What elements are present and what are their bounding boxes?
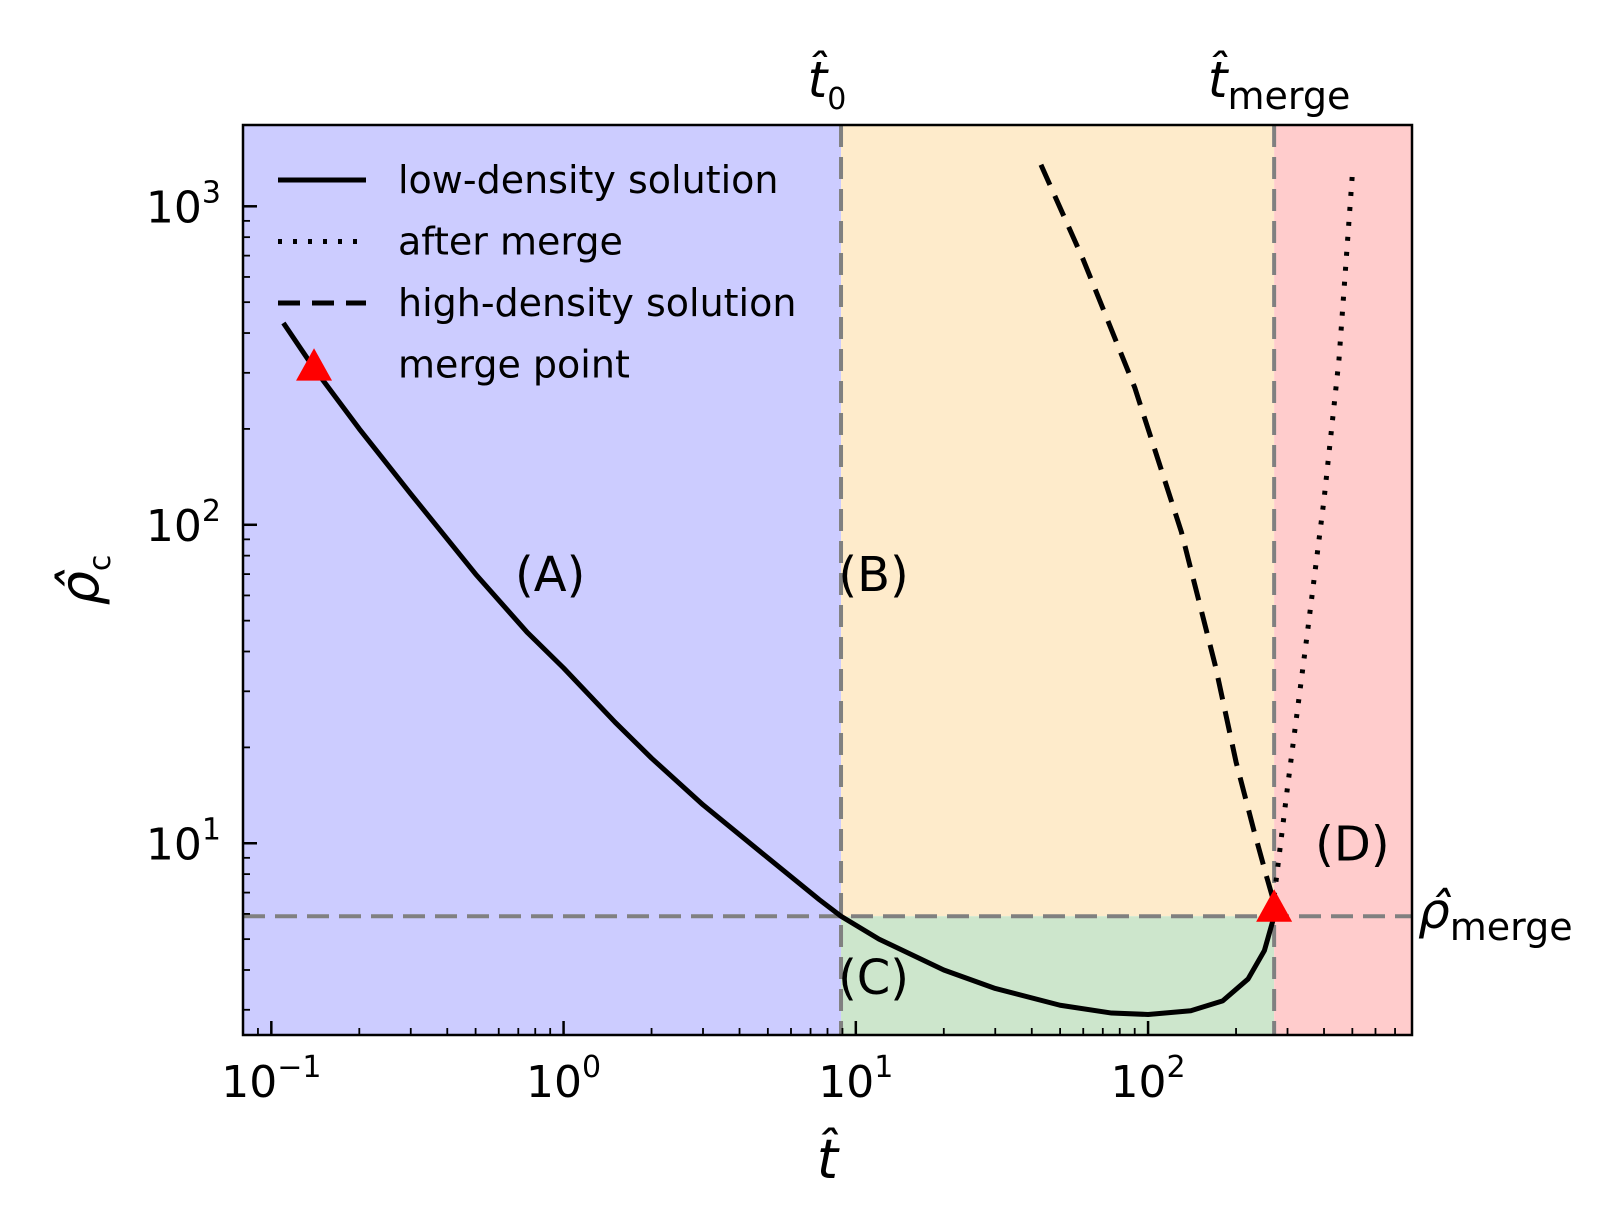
merge-point-markers bbox=[296, 348, 1293, 922]
t-merge-label-part: merge bbox=[1228, 74, 1351, 118]
x-tick-label-part: 10 bbox=[221, 1057, 277, 1108]
x-tick-label: 10−1 bbox=[221, 1050, 321, 1108]
x-tick-label: 100 bbox=[526, 1050, 601, 1108]
legend-label-dashed: high-density solution bbox=[398, 281, 796, 325]
y-axis-label: ρ̂c bbox=[48, 555, 118, 606]
x-tick-label-part: 0 bbox=[582, 1050, 601, 1085]
legend-label-dotted: after merge bbox=[398, 220, 623, 264]
y-tick-label-part: 10 bbox=[146, 182, 202, 233]
x-tick-label-part: 2 bbox=[1167, 1050, 1186, 1085]
region-0 bbox=[243, 125, 842, 1035]
x-axis-label: t̂ bbox=[817, 1128, 840, 1191]
region-label-2: (C) bbox=[838, 950, 909, 1006]
rho-merge-label-part: ρ̂ bbox=[1418, 882, 1452, 940]
merge-point-1 bbox=[1256, 889, 1293, 922]
data-series bbox=[281, 163, 1355, 1017]
legend-label-solid: low-density solution bbox=[398, 158, 778, 202]
t-merge-label: t̂merge bbox=[1208, 50, 1350, 118]
x-tick-label-part: 10 bbox=[526, 1057, 582, 1108]
y-tick-label-part: 3 bbox=[202, 175, 221, 210]
y-axis-label-part: ρ̂ bbox=[48, 569, 111, 605]
x-tick-label-part: 10 bbox=[1111, 1057, 1167, 1108]
x-tick-label-part: 10 bbox=[818, 1057, 874, 1108]
x-axis-label-part: t̂ bbox=[817, 1128, 840, 1191]
merge-point-0 bbox=[296, 348, 333, 381]
region-3 bbox=[1274, 125, 1412, 1035]
y-tick-label: 102 bbox=[146, 494, 221, 552]
x-tick-label-part: −1 bbox=[277, 1050, 321, 1085]
series-dashed-line bbox=[1038, 163, 1277, 904]
reference-lines bbox=[243, 125, 1412, 1035]
y-tick-label-part: 10 bbox=[146, 819, 202, 870]
y-tick-label: 103 bbox=[146, 175, 221, 233]
rho-merge-label-part: merge bbox=[1450, 905, 1573, 949]
t0-label: t̂0 bbox=[808, 50, 847, 117]
t-merge-label-part: t̂ bbox=[1208, 50, 1230, 109]
x-tick-label-part: 1 bbox=[874, 1050, 893, 1085]
region-2 bbox=[841, 916, 1275, 1035]
y-tick-label-part: 10 bbox=[146, 501, 202, 552]
y-tick-label-part: 2 bbox=[202, 494, 221, 529]
series-solid-line bbox=[281, 321, 1277, 1017]
region-1 bbox=[841, 125, 1275, 917]
x-tick-label: 102 bbox=[1111, 1050, 1186, 1108]
region-label-1: (B) bbox=[838, 547, 908, 603]
x-tick-label: 101 bbox=[818, 1050, 893, 1108]
t0-label-part: 0 bbox=[827, 82, 846, 117]
rho-merge-label: ρ̂merge bbox=[1418, 882, 1573, 949]
y-axis-label-part: c bbox=[83, 555, 118, 572]
region-labels: (A) (B) (C) (D) bbox=[515, 547, 1390, 1006]
y-tick-label-part: 1 bbox=[202, 812, 221, 847]
region-label-3: (D) bbox=[1315, 816, 1389, 872]
y-axis-label-group: ρ̂c bbox=[48, 555, 118, 606]
shaded-regions bbox=[243, 125, 1412, 1035]
series-dotted-line bbox=[1271, 174, 1355, 897]
legend: low-density solution after merge high-dens… bbox=[278, 158, 796, 387]
t0-label-part: t̂ bbox=[808, 50, 830, 109]
legend-label-merge-point: merge point bbox=[398, 343, 630, 387]
region-label-0: (A) bbox=[515, 547, 585, 603]
y-tick-label: 101 bbox=[146, 812, 221, 870]
